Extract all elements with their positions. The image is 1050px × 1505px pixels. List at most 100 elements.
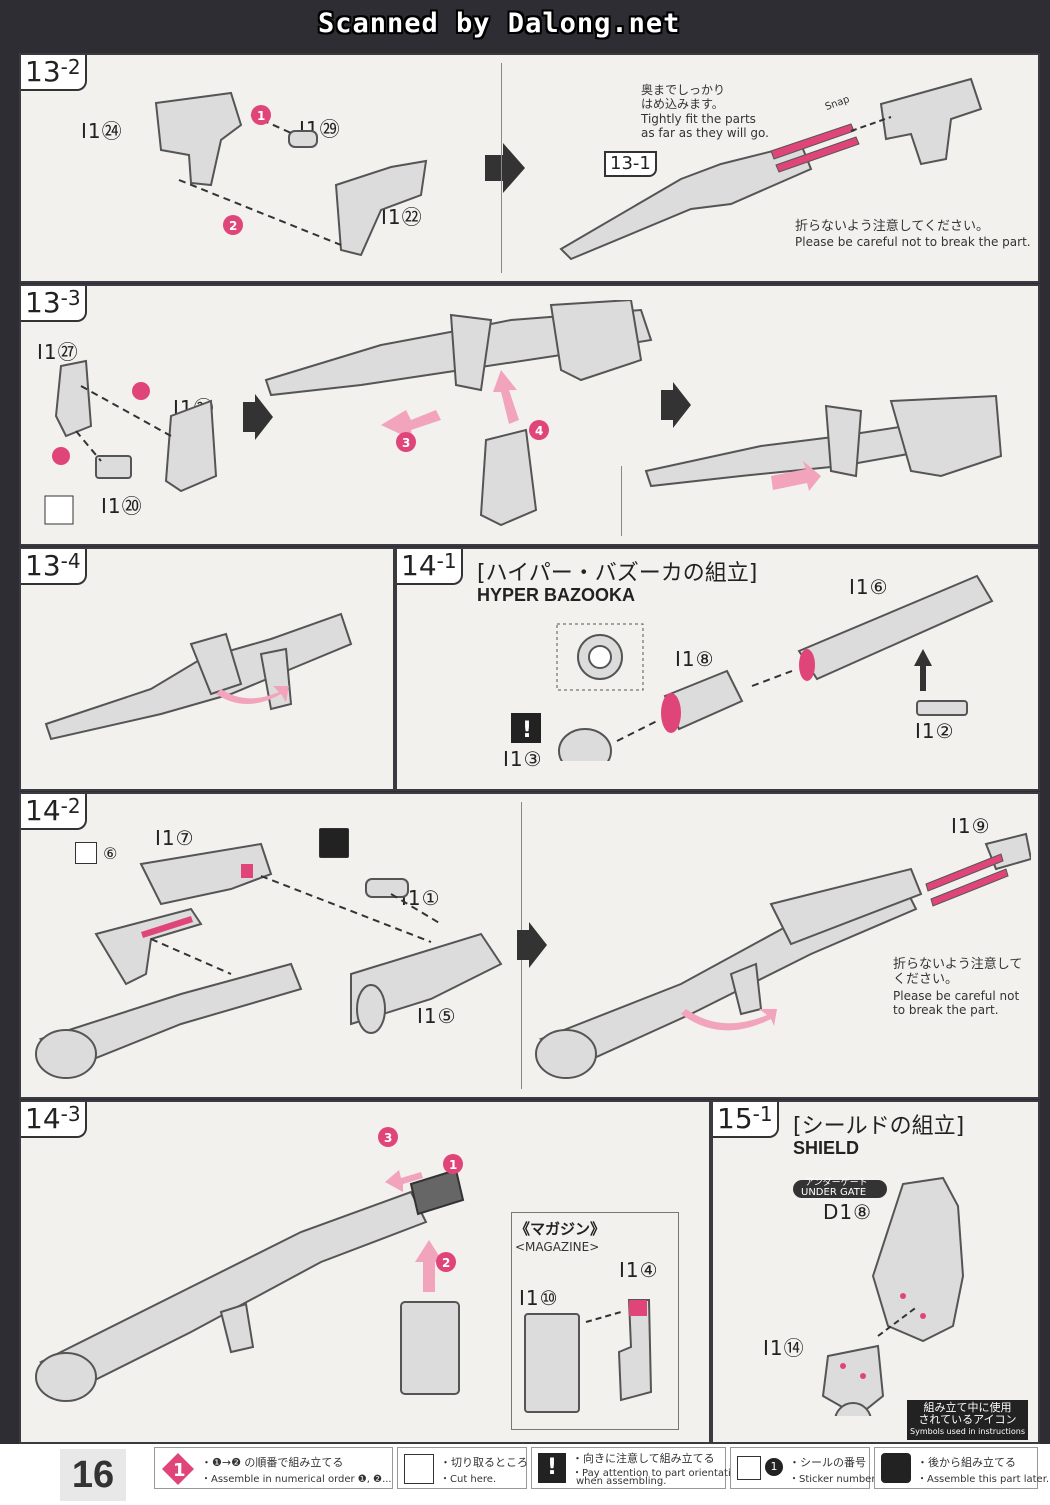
part-label: I1② [915,719,955,743]
magazine-title-en: <MAGAZINE> [515,1240,600,1254]
magazine-parts [524,1299,653,1413]
assembly-drawing-13-3b: 34 [264,300,653,527]
step-number: 13-4 [21,549,87,585]
legend-text-jp: ・後から組み立てる [917,1456,1016,1469]
step-order-icon: 1 [162,1453,194,1485]
legend-text-en: ・Assemble in numerical order ❶, ❷... [201,1474,392,1485]
under-gate-jp: アンダーゲート [805,1178,868,1188]
part-label: I1⑭ [763,1336,805,1360]
nipper-icon [404,1454,434,1484]
panel-step-15-1: 15-1 [シールドの組立] SHIELD アンダーゲート UNDER GATE… [711,1100,1040,1444]
legend-later: ・後から組み立てる ・Assemble this part later. [874,1447,1049,1489]
step-number: 14-2 [21,794,87,830]
step-main: 14 [25,794,61,827]
part-label: I1㉗ [37,340,79,364]
arrow-right-icon [517,922,547,968]
part-label: I1㉒ [381,205,423,229]
note-en: Tightly fit the parts [641,112,756,126]
svg-text:2: 2 [442,1256,450,1270]
assembly-drawing-13-2a: 12 [154,91,428,257]
arrow-right-icon [485,143,525,193]
symbols-note-en: Symbols used in instructions [910,1427,1025,1436]
sticker-number-icon: 1 [765,1458,783,1476]
svg-text:1: 1 [449,1158,457,1172]
legend-orientation: ! ・向きに注意して組み立てる ・Pay attention to part o… [531,1447,743,1489]
step-main: 13 [25,55,61,88]
legend-text-jp: ・切り取るところ [440,1456,528,1469]
assembly-drawing-14-2a [35,842,503,1079]
panel-step-13-3: 13-3 I1㉗ I1㉖ I1⑳ 34 [19,284,1040,546]
panel-step-14-2: 14-2 I1⑦ I1① I1⑤ I1⑨ ⑥ [19,792,1040,1099]
step-main: 14 [401,549,437,582]
panel-step-13-4: 13-4 [19,547,395,791]
care-jp: 折らないよう注意してください。 [795,219,989,234]
part-label: I1⑤ [417,1004,457,1028]
under-gate-en: UNDER GATE [801,1187,867,1198]
magazine-title-jp: 《マガジン》 [515,1220,606,1238]
care-en: Please be careful not to break the part. [795,235,1031,249]
svg-text:1: 1 [173,1460,186,1481]
legend-sticker: 1 ・シールの番号 ・Sticker number [730,1447,875,1489]
section-title-jp: [シールドの組立] [793,1114,965,1139]
assemble-later-icon [881,1453,911,1483]
step-main: 15 [717,1102,753,1135]
care-en: Please be careful not [893,989,1020,1003]
note-jp: 奥までしっかり [641,83,726,97]
legend-text-en: ・Cut here. [440,1474,497,1485]
legend-text-en: ・Pay attention to part orientation [572,1468,744,1479]
step-number: 13-2 [21,55,87,91]
page-number: 16 [60,1449,126,1501]
sticker-icon [737,1456,761,1480]
part-label: I1③ [503,747,543,771]
note-en: as far as they will go. [641,126,769,140]
step-number: 15-1 [713,1102,779,1138]
divider [501,63,502,273]
step-sub: -4 [60,549,81,573]
part-label: I1④ [619,1258,659,1282]
assembly-drawing-13-2b [559,77,983,261]
watermark: Scanned by Dalong.net [318,8,681,39]
part-label: I1⑥ [849,575,889,599]
shield-drawing [821,1176,965,1416]
step-number: 13-3 [21,286,87,322]
legend-text-en: ・Assemble this part later. [917,1474,1050,1485]
assembly-drawing-14-3: 2 1 3 [35,1127,465,1402]
assembly-drawing-14-1: ! [511,574,994,761]
step-main: 13 [25,286,61,319]
step-main: 14 [25,1102,61,1135]
legend-text-jp: ・向きに注意して組み立てる [572,1452,715,1465]
step-sub: -2 [60,794,81,818]
step-number: 14-1 [397,549,463,585]
note-jp: はめ込みます。 [641,97,724,111]
arrow-right-icon [243,394,273,440]
sticker-icon [75,842,97,864]
part-label: I1㉔ [81,119,123,143]
assembly-drawing-14-2b [535,832,1031,1079]
part-label: I1⑧ [675,647,715,671]
legend-text-en: ・Sticker number [789,1474,876,1485]
sticker-label: ⑥ [103,844,119,863]
part-label: D1⑧ [823,1200,873,1224]
symbols-note-jp: されているアイコン [918,1413,1017,1426]
part-label: I1⑳ [101,494,143,518]
part-label: I1⑦ [155,826,195,850]
section-title-jp: [ハイパー・バズーカの組立] [477,561,758,586]
step-sub: -3 [60,286,81,310]
step-sub: -1 [436,549,457,573]
section-title-en: SHIELD [793,1138,860,1158]
part-label: I1⑨ [951,814,991,838]
part-label: I1⑩ [519,1286,559,1310]
assembly-drawing-13-3a [44,359,218,525]
legend-text-jp: ・シールの番号 [789,1456,866,1469]
care-en: to break the part. [893,1003,999,1017]
assemble-later-icon [319,828,349,858]
reference-step: 13-1 [604,151,657,177]
divider [621,466,622,536]
step-sub: -1 [752,1102,773,1126]
legend-cut: ・切り取るところ ・Cut here. [397,1447,528,1489]
legend-text-jp: ・❶→❷ の順番で組み立てる [201,1456,344,1469]
svg-text:3: 3 [384,1131,392,1145]
